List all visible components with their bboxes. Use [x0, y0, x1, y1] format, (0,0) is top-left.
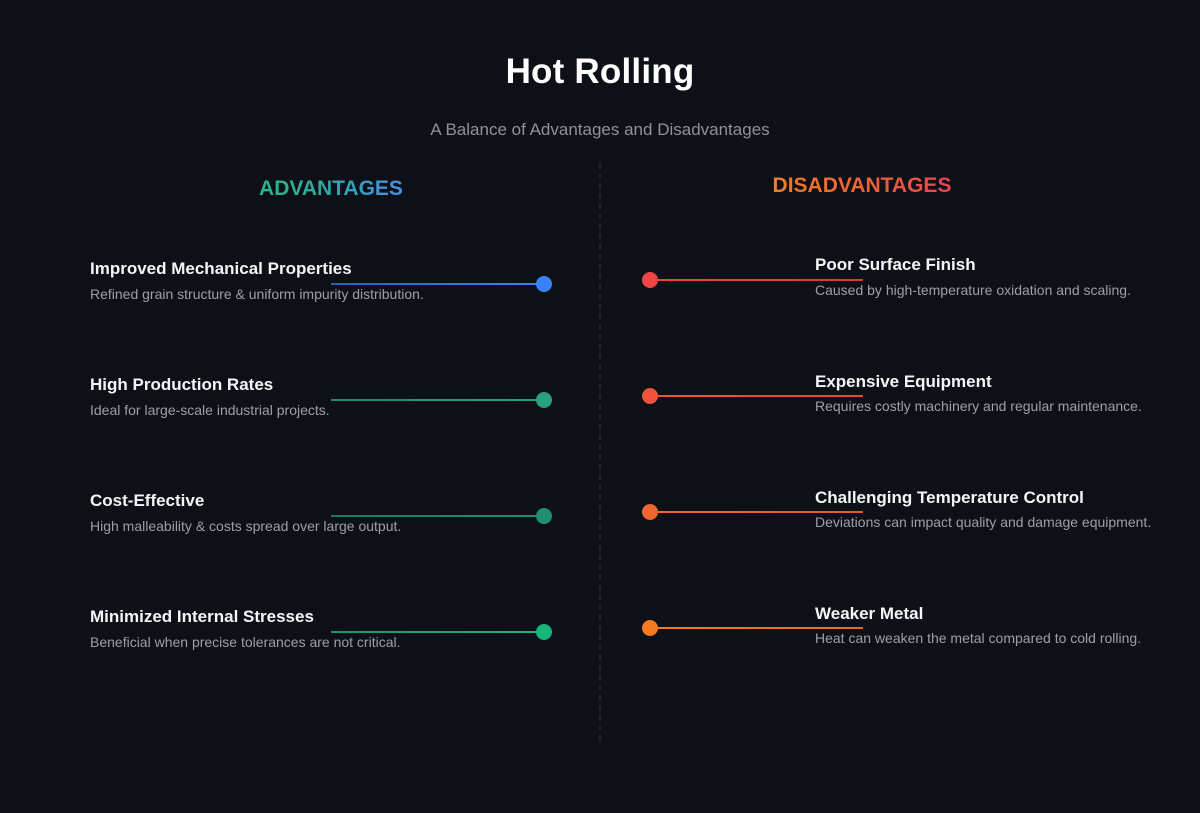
disadvantage-title: Poor Surface Finish [815, 255, 976, 274]
advantage-description: Refined grain structure & uniform impuri… [90, 286, 424, 302]
connector-line [331, 515, 541, 517]
advantage-description: High malleability & costs spread over la… [90, 518, 402, 534]
advantage-title: Improved Mechanical Properties [90, 259, 352, 278]
connector-line [331, 399, 541, 401]
connector-line [652, 627, 863, 629]
marker-dot-icon [536, 624, 552, 640]
connector-line [652, 395, 863, 397]
advantage-title: Minimized Internal Stresses [90, 607, 314, 626]
marker-dot-icon [642, 504, 658, 520]
connector-line [652, 279, 863, 281]
advantage-description: Beneficial when precise tolerances are n… [90, 634, 401, 650]
advantages-heading-text: ADVANTAGES [259, 177, 403, 200]
marker-dot-icon [536, 392, 552, 408]
disadvantage-description: Deviations can impact quality and damage… [815, 514, 1152, 530]
connector-line [331, 283, 541, 285]
advantage-description: Ideal for large-scale industrial project… [90, 402, 330, 418]
disadvantage-description: Caused by high-temperature oxidation and… [815, 282, 1131, 298]
disadvantage-description: Requires costly machinery and regular ma… [815, 398, 1142, 414]
disadvantage-description: Heat can weaken the metal compared to co… [815, 630, 1142, 646]
connector-line [652, 511, 863, 513]
page-subtitle: A Balance of Advantages and Disadvantage… [430, 120, 770, 139]
advantage-title: High Production Rates [90, 375, 274, 394]
marker-dot-icon [642, 620, 658, 636]
disadvantage-title: Weaker Metal [815, 604, 924, 623]
marker-dot-icon [642, 272, 658, 288]
marker-dot-icon [642, 388, 658, 404]
connector-line [331, 631, 541, 633]
center-divider [599, 163, 601, 741]
disadvantage-title: Expensive Equipment [815, 372, 992, 391]
marker-dot-icon [536, 276, 552, 292]
marker-dot-icon [536, 508, 552, 524]
advantages-heading: ADVANTAGES [181, 177, 481, 201]
disadvantages-heading-text: DISADVANTAGES [772, 174, 952, 197]
advantage-title: Cost-Effective [90, 491, 205, 510]
page-title: Hot Rolling [505, 52, 695, 91]
disadvantage-title: Challenging Temperature Control [815, 488, 1084, 507]
disadvantages-heading: DISADVANTAGES [712, 174, 1012, 198]
